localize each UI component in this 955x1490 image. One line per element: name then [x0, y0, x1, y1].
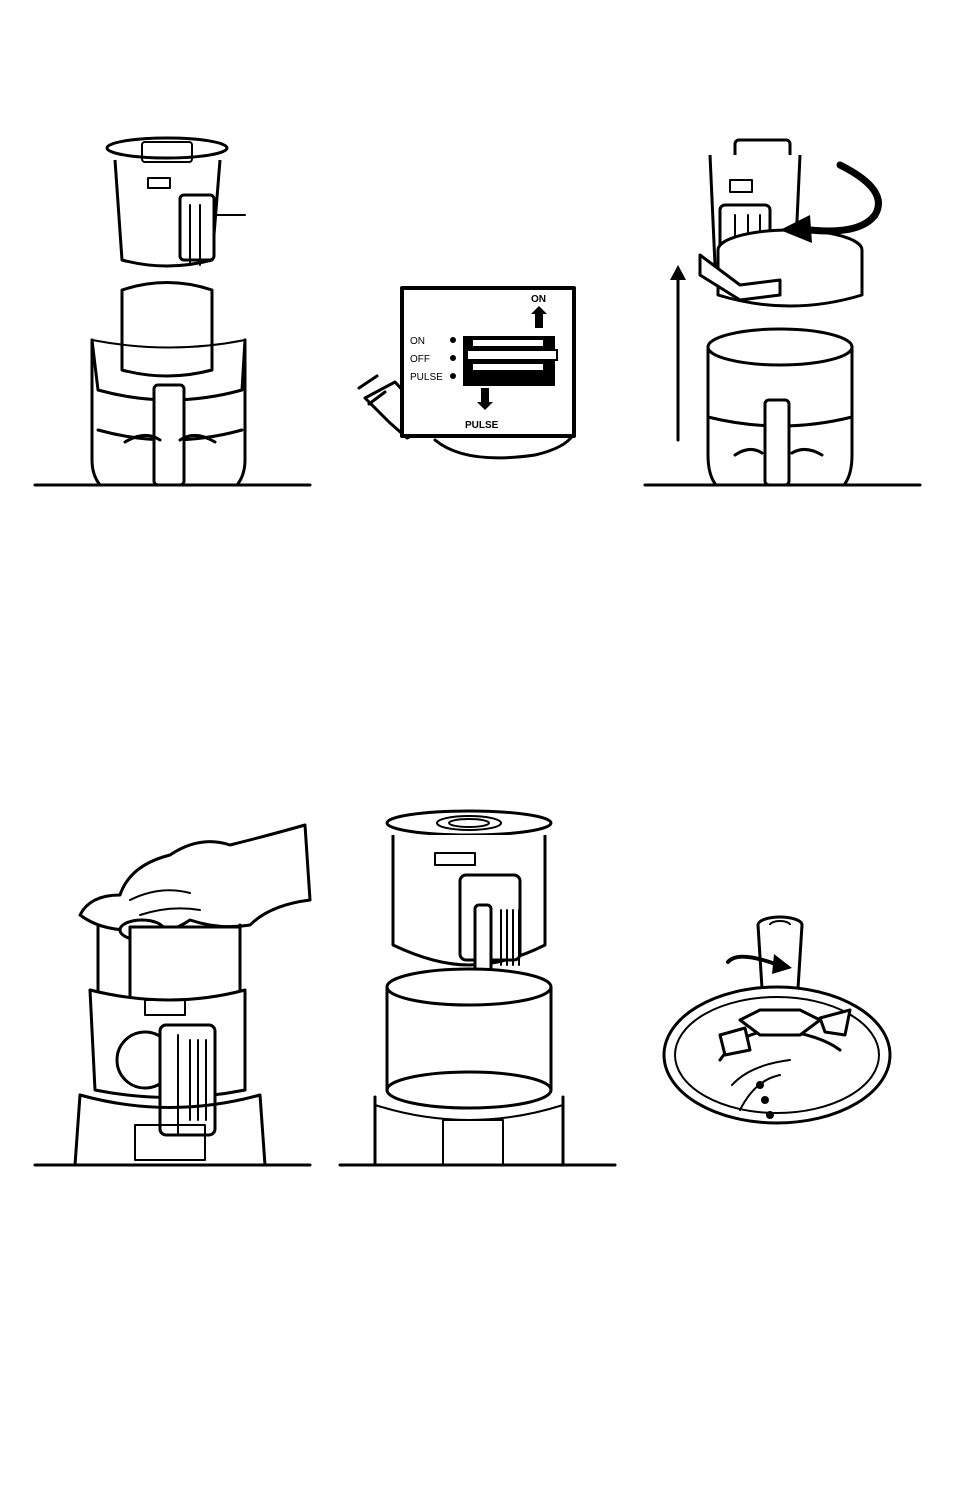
power-cord: [435, 435, 573, 458]
slicing-disc: [664, 987, 890, 1123]
cover-assembly-illustration: [335, 805, 620, 1170]
switch-top-label: ON: [531, 294, 546, 305]
figure-cover-removal: [640, 135, 925, 490]
lid: [387, 811, 551, 835]
figure-switch-panel: ON OFF PULSE ON PULSE: [355, 280, 580, 465]
figure-cover-placement: [30, 130, 315, 490]
hand-pusher-illustration: [30, 815, 315, 1170]
position-label-off: OFF: [410, 354, 430, 365]
cover: [107, 138, 245, 266]
cover-placement-illustration: [30, 130, 315, 490]
figure-disc-rotation: [660, 910, 895, 1155]
up-arrow-icon: [670, 265, 686, 280]
work-bowl: [375, 969, 563, 1165]
cover: [393, 835, 545, 985]
figure-hand-pusher: [30, 815, 315, 1170]
position-label-pulse: PULSE: [410, 372, 443, 383]
pusher: [122, 283, 212, 377]
switch-bottom-label: PULSE: [465, 420, 499, 431]
position-label-on: ON: [410, 336, 425, 347]
rotate-arrow: [810, 165, 878, 231]
work-bowl: [708, 329, 852, 485]
disc-rotation-illustration: [660, 910, 895, 1155]
hand: [80, 825, 310, 933]
cover-removal-illustration: [640, 135, 925, 490]
switch-panel-illustration: ON OFF PULSE ON PULSE: [355, 280, 580, 465]
work-bowl: [75, 990, 265, 1165]
figure-cover-assembly: [335, 805, 620, 1170]
